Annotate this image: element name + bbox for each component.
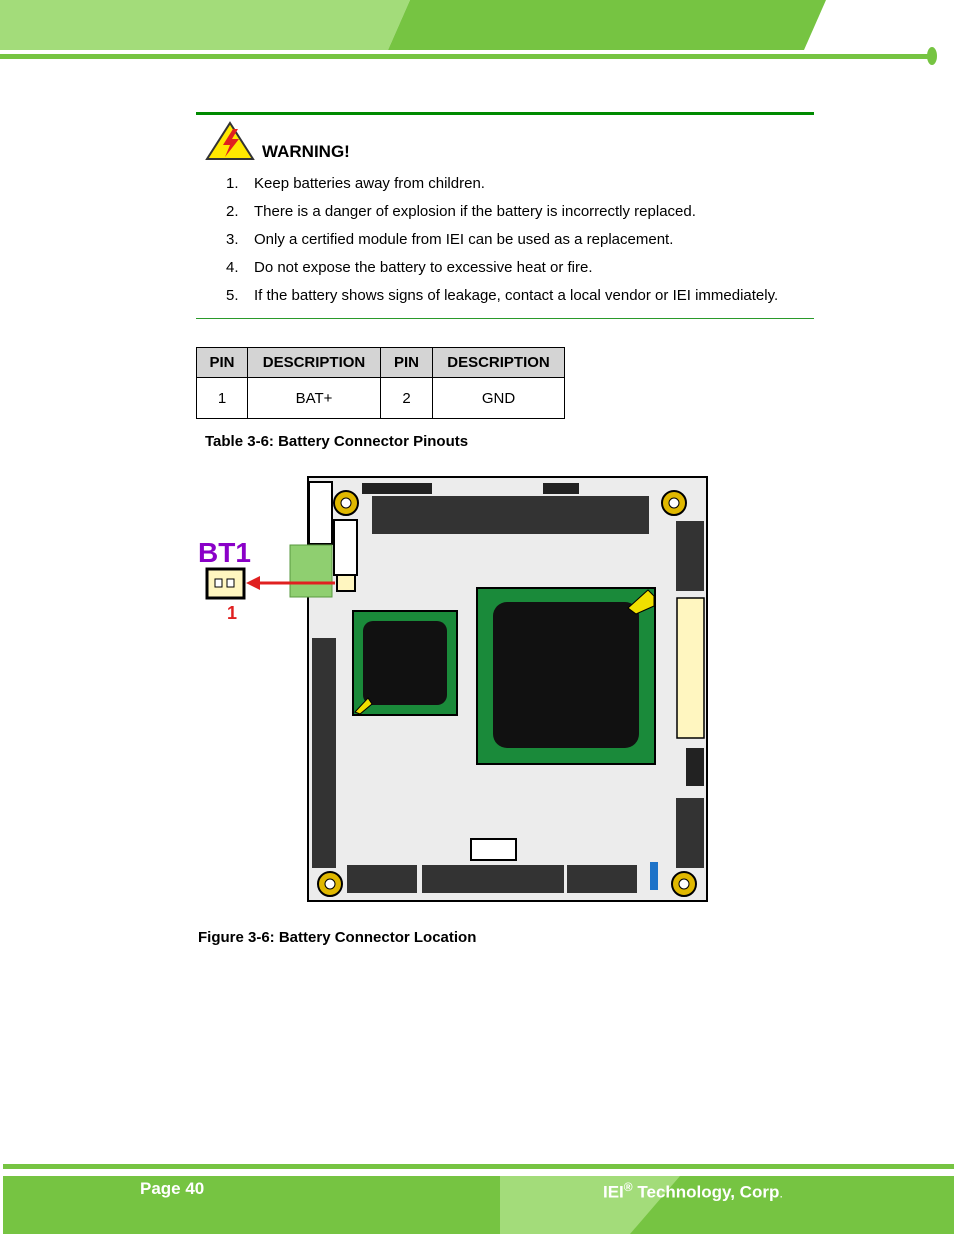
table-header-cell: DESCRIPTION <box>247 347 381 378</box>
table-cell: 2 <box>380 377 433 419</box>
table-row: 1 BAT+ 2 GND <box>196 377 565 419</box>
fan-connector <box>470 838 517 861</box>
bottom-header <box>422 865 564 893</box>
table-cell: BAT+ <box>247 377 381 419</box>
bt1-callout-connector <box>205 567 246 600</box>
ide-connector <box>676 597 705 739</box>
bottom-header <box>567 865 637 893</box>
vertical-header <box>308 481 333 545</box>
battery-pinout-table: PIN DESCRIPTION PIN DESCRIPTION 1 BAT+ 2… <box>196 347 565 419</box>
side-header <box>312 638 336 868</box>
vertical-header <box>333 519 358 576</box>
pin1-label: 1 <box>227 603 237 623</box>
table-header-row: PIN DESCRIPTION PIN DESCRIPTION <box>196 347 565 378</box>
callout-arrowhead <box>246 576 260 590</box>
pin1-marker <box>627 589 655 615</box>
table-header-cell: DESCRIPTION <box>432 347 565 378</box>
company-name: IEI® Technology, Corp. <box>603 1180 783 1202</box>
battery-connector-location-figure: BT1 1 <box>198 476 708 902</box>
page-number: Page 40 <box>140 1179 205 1198</box>
page-footer-band <box>3 1164 954 1234</box>
pin1-marker <box>354 697 373 715</box>
side-header <box>676 798 704 868</box>
table-header-cell: PIN <box>196 347 248 378</box>
table-caption: Table 3-6: Battery Connector Pinouts <box>205 433 469 450</box>
jumper-block <box>650 862 658 890</box>
jumper-block <box>543 483 579 494</box>
bottom-header <box>347 865 417 893</box>
jumper-block <box>686 748 704 786</box>
table-cell: GND <box>432 377 565 419</box>
bt1-board-connector <box>336 574 356 592</box>
warning-triangle-icon <box>205 121 255 160</box>
table-cell: 1 <box>196 377 248 419</box>
figure-caption: Figure 3-6: Battery Connector Location <box>198 929 477 946</box>
page-header-band <box>0 0 937 65</box>
jumper-block <box>362 483 432 494</box>
side-header <box>676 521 704 591</box>
battery-highlight <box>289 544 333 598</box>
pc104-connector <box>372 496 649 534</box>
chipset-die <box>363 621 447 705</box>
warning-title: WARNING! <box>262 142 350 161</box>
table-header-cell: PIN <box>380 347 433 378</box>
bt1-label: BT1 <box>198 537 251 568</box>
warning-bottom-rule <box>196 318 814 319</box>
warning-top-rule <box>196 112 814 115</box>
cpu-die <box>493 602 639 748</box>
